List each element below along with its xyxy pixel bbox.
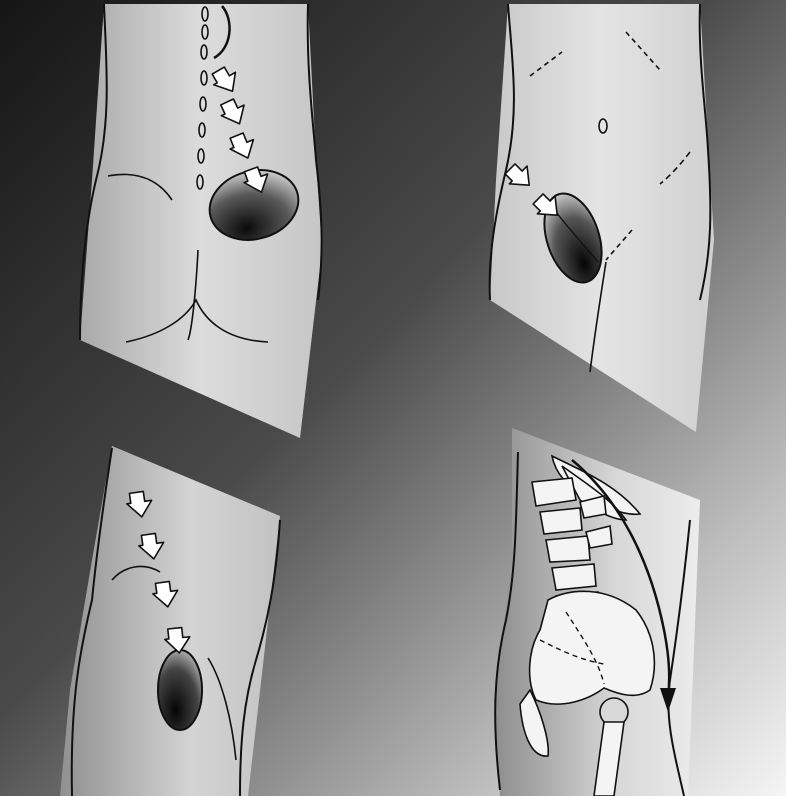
side-abscess: [158, 650, 202, 730]
